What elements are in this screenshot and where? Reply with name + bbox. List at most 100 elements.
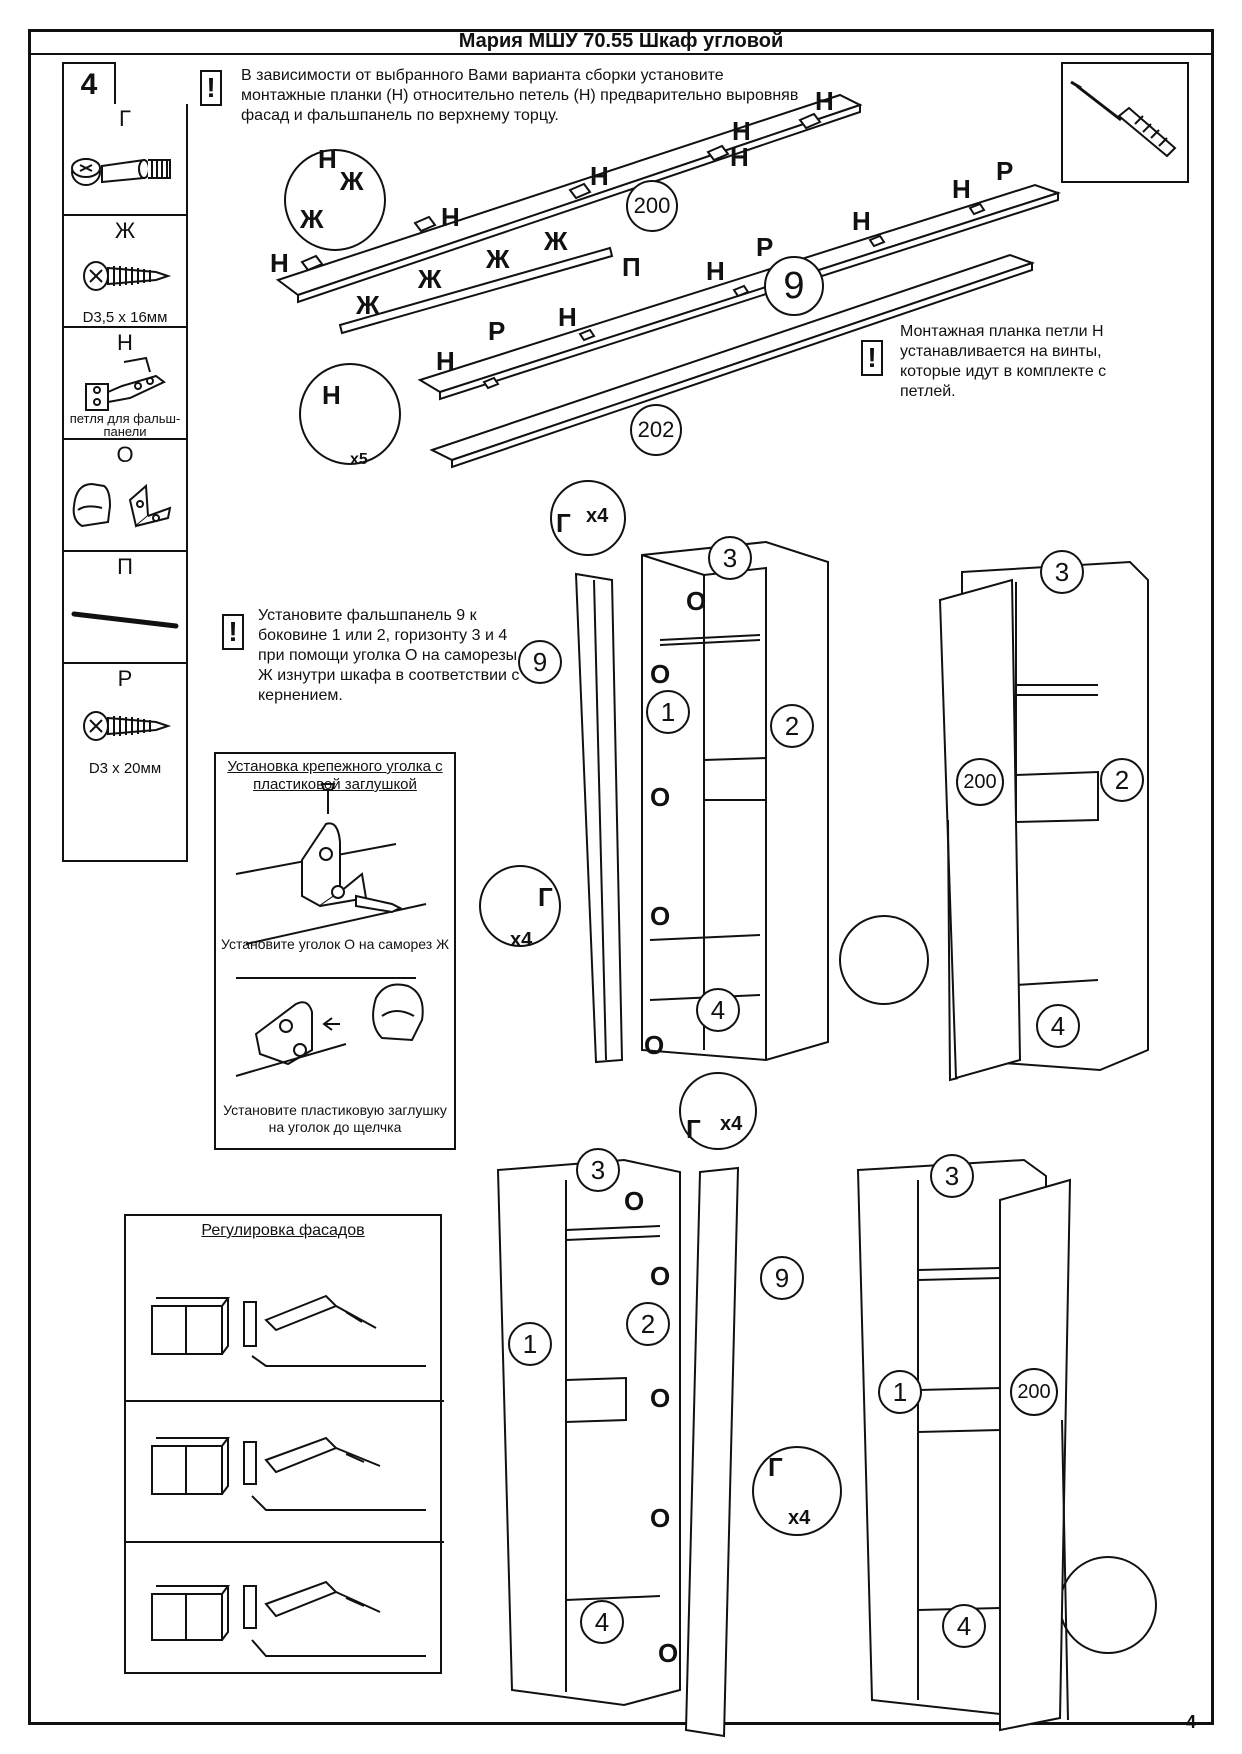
part-p: П [64,550,186,664]
label-zh: Ж [339,166,364,196]
warning-icon: ! [200,70,222,106]
part-number-2: 2 [1100,758,1144,802]
page-title: Мария МШУ 70.55 Шкаф угловой [458,30,784,52]
part-number-3: 3 [708,536,752,580]
facade-adjust-box: Регулировка фасадов [124,1214,444,1674]
label-pe: П [622,252,641,282]
part-letter: О [116,442,134,467]
part-number-3: 3 [930,1154,974,1198]
corner-bracket-icon [72,482,172,528]
part-number-1: 1 [878,1370,922,1414]
part-number-2: 2 [626,1302,670,1346]
bracket-caption-2: Установите пластиковую заглушку на уголо… [223,1102,447,1135]
label-h: Н [706,256,725,286]
label-o: О [624,1186,644,1216]
part-n: Н петля для фальш-панели [64,326,186,440]
part-number-2: 2 [770,704,814,748]
part-number-202: 202 [630,404,682,456]
bracket-caption-1: Установите уголок О на саморез Ж [221,936,449,952]
label-h: Н [732,116,751,146]
warning-icon: ! [861,340,883,376]
bracket-box-title: Установка крепежного уголка с пластиково… [227,758,443,793]
label-x4: х4 [586,505,609,527]
part-number-9: 9 [760,1256,804,1300]
label-zh: Ж [355,290,380,320]
step-number: 4 [62,62,116,104]
label-o: О [650,782,670,812]
label-o: О [650,1383,670,1413]
rod-icon [71,611,179,629]
part-letter: Р [117,666,133,691]
note-mounting-plate: Монтажная планка петли Н устанавливается… [900,323,1107,400]
part-number-4: 4 [1036,1004,1080,1048]
facade-adjust-diagram [126,1294,444,1657]
page-number: 4 [1186,1712,1197,1732]
part-letter: Ж [114,218,136,243]
part-number-200: 200 [956,758,1004,806]
page-frame [28,29,1214,1725]
label-p: Р [488,316,505,346]
label-h: Н [436,346,455,376]
part-number-4: 4 [696,988,740,1032]
label-g: Г [556,508,571,538]
note-false-panel: Установите фальшпанель 9 к боковине 1 ил… [258,607,520,704]
part-o: О [64,438,186,552]
label-o: О [650,1503,670,1533]
title-divider [28,53,1214,55]
part-number-9: 9 [518,640,562,684]
label-h: Н [730,142,749,172]
part-spec: D3,5 х 16мм [82,309,168,326]
part-letter: П [117,554,133,579]
part-number-200: 200 [1010,1368,1058,1416]
label-o: О [650,1261,670,1291]
label-x4: х4 [788,1507,811,1529]
label-h: Н [852,206,871,236]
screwdriver-icon [1070,80,1177,158]
part-r: Р D3 х 20мм [64,662,186,862]
part-spec: петля для фальш-панели [69,411,181,439]
note-top: В зависимости от выбранного Вами вариант… [241,67,799,124]
label-zh: Ж [543,226,568,256]
adjust-box-title: Регулировка фасадов [201,1222,365,1239]
label-zh: Ж [417,264,442,294]
part-number-1: 1 [508,1322,552,1366]
label-x4: х4 [510,929,533,951]
label-h: Н [318,144,337,174]
label-h: Н [815,86,834,116]
part-letter: Н [117,330,133,355]
part-g: Г [64,104,186,214]
label-x4: х4 [720,1113,743,1135]
label-o: О [686,586,706,616]
label-h: Н [270,248,289,278]
label-o: О [650,901,670,931]
label-g: Г [768,1452,783,1482]
label-p: Р [756,232,773,262]
label-o: О [650,659,670,689]
label-zh: Ж [299,204,324,234]
part-number-3: 3 [576,1148,620,1192]
screw-icon [83,711,172,741]
label-g: Г [538,882,553,912]
part-zh: Ж D3,5 х 16мм [64,214,186,328]
part-number-4: 4 [942,1604,986,1648]
label-h: Н [441,202,460,232]
part-number-3: 3 [1040,550,1084,594]
label-x5: х5 [350,451,368,468]
tool-box [1061,62,1189,183]
warning-icon: ! [222,614,244,650]
bracket-diagram [235,783,427,1077]
label-h: Н [558,302,577,332]
part-number-200: 200 [626,180,678,232]
part-number-1: 1 [646,690,690,734]
label-zh: Ж [485,244,510,274]
label-o: О [658,1638,678,1668]
part-spec: D3 х 20мм [88,760,162,777]
eccentric-coupler-icon [71,158,171,186]
screw-icon [83,261,172,291]
label-o: О [644,1030,664,1060]
part-number-9: 9 [764,256,824,316]
label-p: Р [996,156,1013,186]
part-letter: Г [119,106,131,131]
parts-list: Г Ж D3,5 х 16мм Н [62,104,188,862]
